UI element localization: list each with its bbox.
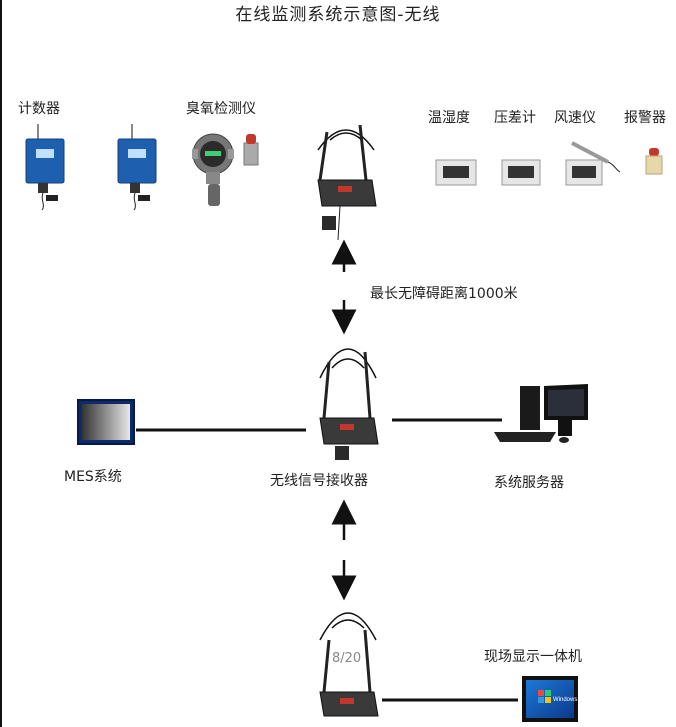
diagram-title: 在线监测系统示意图-无线 [235, 5, 441, 25]
label-alarm: 报警器 [624, 110, 666, 126]
left-border [0, 0, 2, 727]
counter-device-2 [117, 124, 157, 211]
wireless-receiver [319, 348, 379, 460]
pressure-diff-meter [501, 159, 541, 186]
label-onsite-display: 现场显示一体机 [484, 649, 582, 665]
label-anemometer: 风速仪 [554, 110, 596, 126]
label-temp-humidity: 温湿度 [428, 110, 470, 126]
label-receiver: 无线信号接收器 [270, 473, 368, 489]
wireless-transmitter-bottom [319, 612, 379, 717]
label-mes: MES系统 [64, 469, 122, 485]
label-ozone-detector: 臭氧检测仪 [186, 101, 256, 117]
alarm-device [645, 148, 663, 175]
onsite-display-panel: Windows 7 [522, 676, 583, 722]
screen-brand-text: Windows 7 [553, 697, 583, 703]
ozone-detector [192, 133, 259, 206]
counter-device-1 [25, 124, 65, 211]
link-distance-note: 最长无障碍距离1000米 [370, 286, 518, 302]
mes-monitor [77, 399, 135, 445]
page-indicator: 8/20 [332, 651, 362, 666]
label-server: 系统服务器 [494, 475, 564, 491]
label-counter: 计数器 [18, 101, 60, 117]
wireless-transmitter-top [317, 124, 377, 241]
temp-humidity-meter [435, 159, 477, 186]
server-computer [494, 384, 588, 443]
label-pressure-diff: 压差计 [494, 110, 536, 126]
anemometer-device [565, 141, 621, 186]
